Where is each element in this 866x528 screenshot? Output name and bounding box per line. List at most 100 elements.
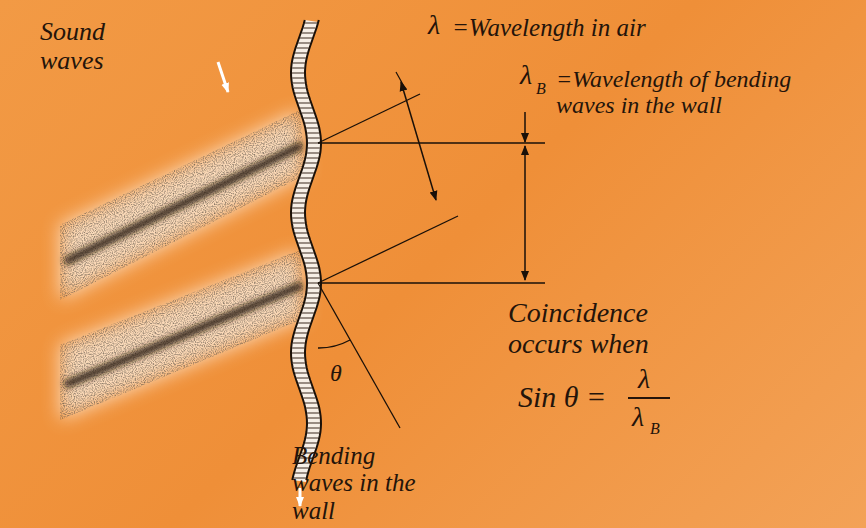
wall-edge xyxy=(305,20,321,480)
wall-hatch xyxy=(302,312,314,313)
wall-hatch xyxy=(292,72,304,73)
wall-hatch xyxy=(294,87,306,88)
angle-symbol: θ xyxy=(330,360,342,386)
wall-hatch xyxy=(304,307,316,308)
bending-label: Bending waves in the wall xyxy=(292,442,442,525)
wall-hatch xyxy=(302,112,314,113)
wall-hatch xyxy=(292,67,304,68)
wall-hatch xyxy=(293,222,305,223)
lambda-b-definition: =Wavelength of bending waves in the wall xyxy=(556,66,806,119)
wall-hatch xyxy=(294,57,306,58)
wall-hatch xyxy=(306,297,318,298)
wall-hatch xyxy=(306,127,318,128)
wall-hatch xyxy=(297,97,309,98)
normal-line xyxy=(318,283,400,428)
sound-wave-band xyxy=(60,250,305,420)
extension-line xyxy=(318,282,545,283)
wall-hatch xyxy=(308,417,320,418)
wall-hatch xyxy=(307,432,319,433)
dimension-line xyxy=(401,82,436,200)
wall-hatch xyxy=(305,162,317,163)
wall-hatch xyxy=(306,157,318,158)
wall-hatch xyxy=(302,32,314,33)
wall-hatch xyxy=(297,237,309,238)
wall-hatch xyxy=(297,47,309,48)
wall-hatch xyxy=(295,232,307,233)
wall-hatch xyxy=(295,192,307,193)
wall-hatch xyxy=(307,412,319,413)
wall-hatch xyxy=(295,332,307,333)
wall-hatch xyxy=(305,122,317,123)
wall-hatch xyxy=(294,197,306,198)
wall-hatch xyxy=(292,212,304,213)
wall-hatch xyxy=(302,392,314,393)
dimension-tick xyxy=(396,72,406,90)
wall-hatch xyxy=(297,377,309,378)
coincidence-note: Coincidence occurs when xyxy=(508,298,718,360)
wall-hatch xyxy=(295,372,307,373)
wall-hatch xyxy=(300,37,312,38)
wall-hatch xyxy=(307,152,319,153)
wall-hatch xyxy=(307,292,319,293)
wall-edge xyxy=(291,20,307,480)
wall-hatch xyxy=(298,382,310,383)
wall-hatch xyxy=(293,362,305,363)
wavefront-line xyxy=(318,216,458,283)
wall-hatch xyxy=(298,242,310,243)
wall-hatch xyxy=(293,202,305,203)
wall-hatch xyxy=(298,102,310,103)
wall-hatch xyxy=(304,27,316,28)
wall-body xyxy=(291,20,321,482)
wall-hatch xyxy=(292,357,304,358)
wall-hatch xyxy=(308,277,320,278)
subscript: B xyxy=(650,420,660,438)
spacer xyxy=(366,92,388,102)
wall-hatch xyxy=(292,347,304,348)
wavefront-line xyxy=(318,94,420,143)
wall-hatch xyxy=(292,77,304,78)
wall-hatch xyxy=(304,167,316,168)
angle-arc xyxy=(318,340,350,348)
wall-hatch xyxy=(308,422,320,423)
wall-hatch xyxy=(305,22,317,23)
wall-hatch xyxy=(308,287,320,288)
dimension-line xyxy=(524,146,526,280)
wall-hatch xyxy=(297,187,309,188)
wall-hatch xyxy=(304,257,316,258)
wall-hatch xyxy=(306,267,318,268)
extension-line xyxy=(318,142,545,143)
wall-hatch xyxy=(304,117,316,118)
wall-hatch xyxy=(306,437,318,438)
wall-hatch xyxy=(300,247,312,248)
wall-hatch xyxy=(308,427,320,428)
subscript: B xyxy=(536,80,546,98)
formula: Sin θ = xyxy=(518,380,606,413)
wall-hatch xyxy=(298,182,310,183)
wall-hatch xyxy=(295,92,307,93)
wall-hatch xyxy=(307,132,319,133)
denominator: λ xyxy=(632,402,644,433)
wall-hatch xyxy=(308,147,320,148)
wall-hatch xyxy=(302,252,314,253)
wall xyxy=(291,20,321,482)
wall-hatch xyxy=(292,207,304,208)
wall-hatch xyxy=(300,317,312,318)
wall-hatch xyxy=(302,172,314,173)
wall-hatch xyxy=(304,397,316,398)
dimension-line xyxy=(524,112,526,142)
fraction-bar xyxy=(628,397,670,399)
wall-hatch xyxy=(292,352,304,353)
wall-hatch xyxy=(298,322,310,323)
wall-hatch xyxy=(308,137,320,138)
sound-arrow xyxy=(218,62,228,92)
wall-hatch xyxy=(294,337,306,338)
wall-hatch xyxy=(293,342,305,343)
wall-hatch xyxy=(306,407,318,408)
wall-hatch xyxy=(305,262,317,263)
wall-hatch xyxy=(300,387,312,388)
wall-hatch xyxy=(293,62,305,63)
wall-hatch xyxy=(294,367,306,368)
lambda-b-symbol: λ xyxy=(520,60,532,91)
lambda-symbol: λ xyxy=(428,10,440,41)
wall-hatch xyxy=(300,177,312,178)
